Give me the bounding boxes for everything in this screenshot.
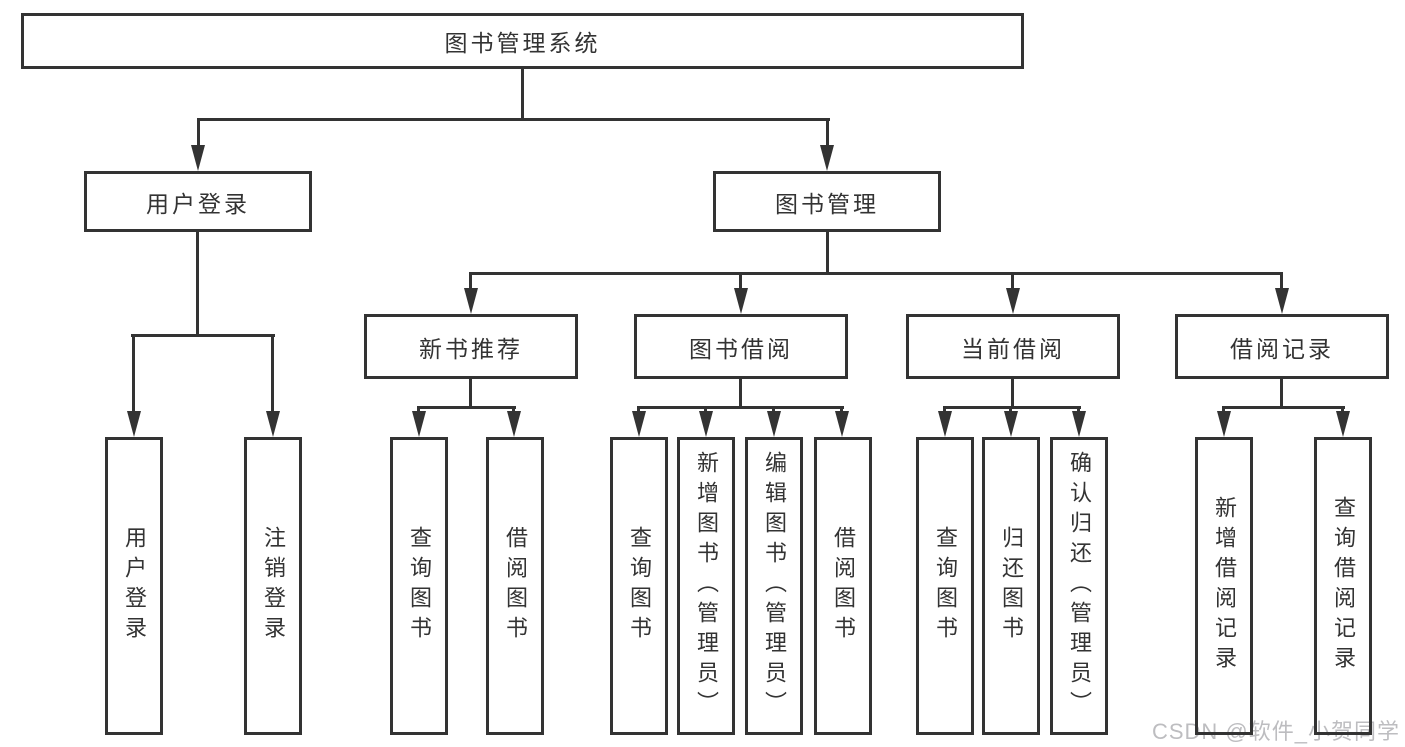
tree-connector-line [418,406,516,409]
tree-connector-line [469,272,472,290]
tree-arrowhead [266,411,280,437]
tree-arrowhead [1072,411,1086,437]
node-current-borrowing: 当前借阅 [906,314,1120,379]
tree-arrowhead [938,411,952,437]
node-leaf-borrow-books-borrowing-label: 借阅图书 [831,526,856,646]
tree-connector-line [417,406,420,414]
tree-connector-line [1222,406,1225,414]
node-leaf-return-books: 归还图书 [982,437,1040,735]
node-root-label: 图书管理系统 [444,30,601,56]
node-leaf-borrow-books-recommend-label: 借阅图书 [503,526,528,646]
tree-arrowhead [1336,411,1350,437]
tree-connector-line [826,232,829,272]
node-leaf-query-books-recommend-label: 查询图书 [407,526,432,646]
tree-arrowhead [1275,288,1289,314]
node-borrowing-records-label: 借阅记录 [1230,335,1334,362]
node-book-borrowing-label: 图书借阅 [689,335,793,362]
tree-connector-line [1280,379,1283,406]
node-leaf-borrow-books-recommend: 借阅图书 [486,437,544,735]
tree-connector-line [826,118,829,148]
node-new-book-recommend-label: 新书推荐 [419,335,523,362]
tree-connector-line [271,334,274,414]
node-leaf-query-books-current: 查询图书 [916,437,974,735]
node-leaf-query-borrow-record: 查询借阅记录 [1314,437,1372,735]
node-borrowing-records: 借阅记录 [1175,314,1389,379]
node-new-book-recommend: 新书推荐 [364,314,578,379]
node-leaf-borrow-books-borrowing: 借阅图书 [814,437,872,735]
tree-connector-line [197,118,200,148]
tree-connector-line [1341,406,1344,414]
tree-connector-line [739,379,742,406]
tree-arrowhead [464,288,478,314]
node-leaf-add-borrow-record-label: 新增借阅记录 [1212,496,1237,676]
tree-arrowhead [632,411,646,437]
tree-arrowhead [734,288,748,314]
tree-connector-line [196,232,199,334]
csdn-watermark: CSDN @软件_小贺同学 [1151,719,1400,744]
node-user-login-label: 用户登录 [146,190,250,217]
tree-connector-line [469,379,472,406]
tree-connector-line [704,406,707,414]
tree-connector-line [197,118,830,121]
node-leaf-query-borrow-record-label: 查询借阅记录 [1331,496,1356,676]
node-leaf-user-login-label: 用户登录 [122,526,147,646]
tree-connector-line [943,406,1081,409]
tree-connector-line [1011,379,1014,406]
tree-connector-line [1280,272,1283,290]
node-leaf-return-books-label: 归还图书 [999,526,1024,646]
tree-connector-line [1222,406,1345,409]
tree-connector-line [469,272,1283,275]
tree-connector-line [772,406,775,414]
node-leaf-query-books-borrowing: 查询图书 [610,437,668,735]
node-current-borrowing-label: 当前借阅 [961,335,1065,362]
tree-arrowhead [1004,411,1018,437]
tree-connector-line [521,69,524,119]
tree-arrowhead [1006,288,1020,314]
tree-connector-line [943,406,946,414]
tree-connector-line [637,406,640,414]
tree-arrowhead [191,145,205,171]
tree-connector-line [1077,406,1080,414]
node-book-management-label: 图书管理 [775,190,879,217]
node-leaf-logout-login-label: 注销登录 [261,526,286,646]
tree-connector-line [131,334,275,337]
node-root: 图书管理系统 [21,13,1024,69]
node-leaf-add-books-admin-label: 新增图书（管理员） [694,451,719,721]
node-leaf-confirm-return-admin-label: 确认归还（管理员） [1067,451,1092,721]
tree-connector-line [840,406,843,414]
tree-arrowhead [412,411,426,437]
tree-connector-line [1009,406,1012,414]
tree-connector-line [132,334,135,414]
tree-arrowhead [1217,411,1231,437]
node-leaf-add-books-admin: 新增图书（管理员） [677,437,735,735]
tree-arrowhead [127,411,141,437]
node-leaf-add-borrow-record: 新增借阅记录 [1195,437,1253,735]
node-leaf-edit-books-admin: 编辑图书（管理员） [745,437,803,735]
node-leaf-edit-books-admin-label: 编辑图书（管理员） [762,451,787,721]
tree-arrowhead [699,411,713,437]
node-leaf-confirm-return-admin: 确认归还（管理员） [1050,437,1108,735]
node-book-borrowing: 图书借阅 [634,314,848,379]
tree-connector-line [637,406,844,409]
tree-connector-line [1011,272,1014,290]
node-book-management: 图书管理 [713,171,941,232]
node-leaf-logout-login: 注销登录 [244,437,302,735]
tree-arrowhead [820,145,834,171]
tree-connector-line [739,272,742,290]
tree-arrowhead [835,411,849,437]
tree-arrowhead [507,411,521,437]
node-leaf-query-books-recommend: 查询图书 [390,437,448,735]
node-user-login: 用户登录 [84,171,312,232]
tree-connector-line [512,406,515,414]
node-leaf-query-books-current-label: 查询图书 [933,526,958,646]
node-leaf-user-login: 用户登录 [105,437,163,735]
tree-arrowhead [767,411,781,437]
node-leaf-query-books-borrowing-label: 查询图书 [627,526,652,646]
